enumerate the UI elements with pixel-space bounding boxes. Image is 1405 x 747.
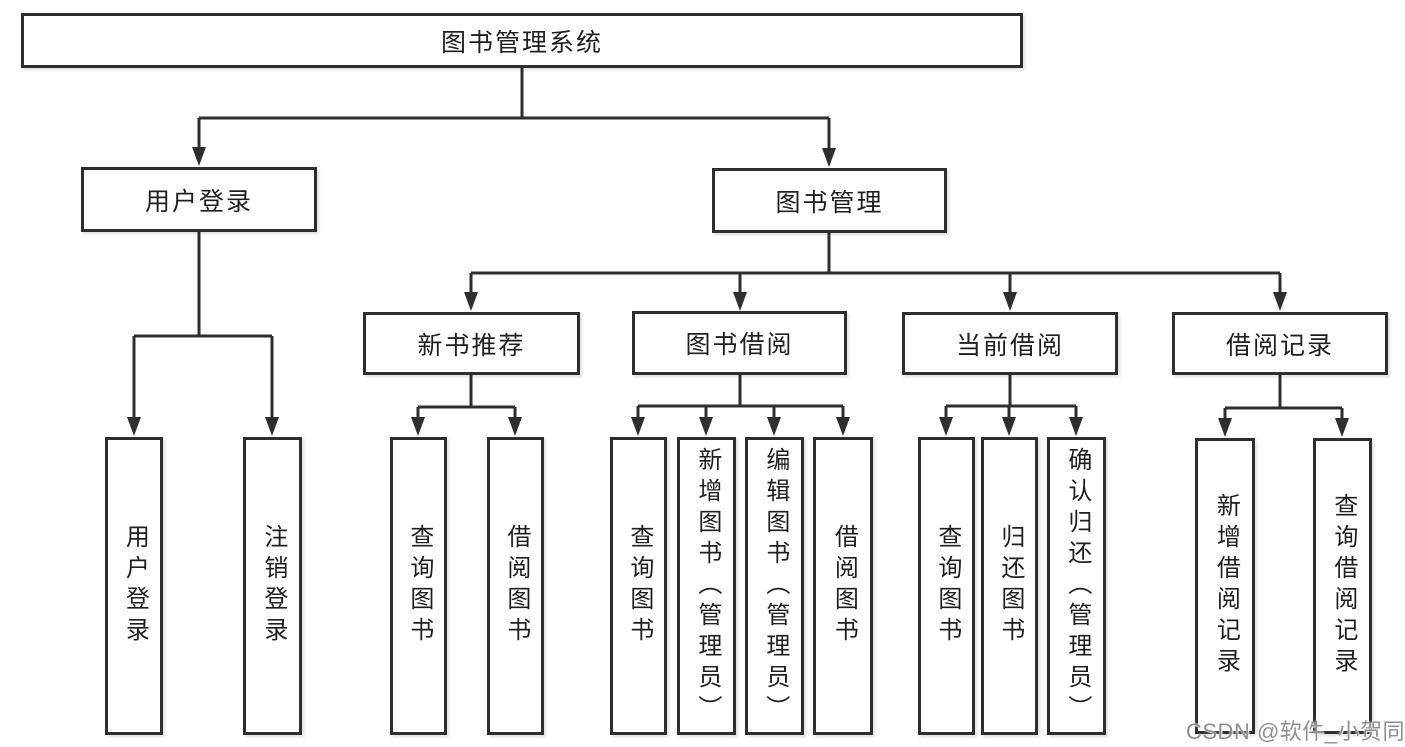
leaf-label: 新增图书（管理员） (693, 446, 721, 726)
leaf-label: 编辑图书（管理员） (761, 446, 789, 726)
leaf-record-query-borrow-record: 查询借阅记录 (1313, 438, 1372, 734)
leaf-label: 注销登录 (259, 524, 287, 648)
node-current-borrowing: 当前借阅 (902, 312, 1118, 375)
leaf-borrow-edit-books-admin: 编辑图书（管理员） (745, 437, 804, 735)
leaf-current-confirm-return-admin: 确认归还（管理员） (1047, 437, 1106, 735)
leaf-user-login: 用户登录 (105, 437, 163, 735)
leaf-borrow-borrow-books: 借阅图书 (813, 437, 873, 735)
node-label: 用户登录 (144, 187, 253, 216)
node-root-system: 图书管理系统 (21, 13, 1023, 68)
leaf-newbook-query-books: 查询图书 (390, 437, 447, 735)
leaf-label: 查询图书 (625, 524, 653, 648)
node-borrowing-records: 借阅记录 (1172, 312, 1388, 375)
node-label: 新书推荐 (417, 331, 526, 360)
node-label: 当前借阅 (955, 331, 1064, 360)
leaf-current-query-books: 查询图书 (918, 437, 975, 735)
connector-lines (132, 68, 1344, 419)
leaf-newbook-borrow-books: 借阅图书 (487, 437, 544, 735)
node-label: 图书借阅 (685, 331, 794, 359)
node-user-login: 用户登录 (81, 167, 317, 232)
node-label: 图书管理系统 (440, 28, 603, 57)
leaf-current-return-books: 归还图书 (981, 437, 1038, 735)
leaf-label: 归还图书 (996, 524, 1024, 648)
leaf-label: 查询借阅记录 (1329, 493, 1357, 679)
leaf-label: 确认归还（管理员） (1063, 446, 1091, 726)
node-label: 图书管理 (775, 188, 884, 217)
leaf-label: 查询图书 (933, 524, 961, 648)
node-book-borrowing: 图书借阅 (632, 311, 847, 375)
leaf-label: 借阅图书 (502, 524, 530, 648)
arrowheads (127, 147, 1349, 437)
leaf-borrow-query-books: 查询图书 (610, 437, 667, 735)
node-label: 借阅记录 (1225, 331, 1334, 360)
leaf-label: 借阅图书 (830, 524, 858, 648)
leaf-logout: 注销登录 (243, 437, 302, 735)
leaf-label: 新增借阅记录 (1212, 493, 1240, 679)
leaf-label: 查询图书 (405, 524, 433, 648)
csdn-watermark: CSDN @软件_小贺同学 (1186, 719, 1405, 744)
node-new-book-recommend: 新书推荐 (363, 312, 580, 375)
leaf-label: 用户登录 (121, 524, 149, 648)
leaf-borrow-add-books-admin: 新增图书（管理员） (677, 437, 736, 735)
node-book-management: 图书管理 (712, 168, 947, 233)
leaf-record-add-borrow-record: 新增借阅记录 (1195, 438, 1255, 734)
